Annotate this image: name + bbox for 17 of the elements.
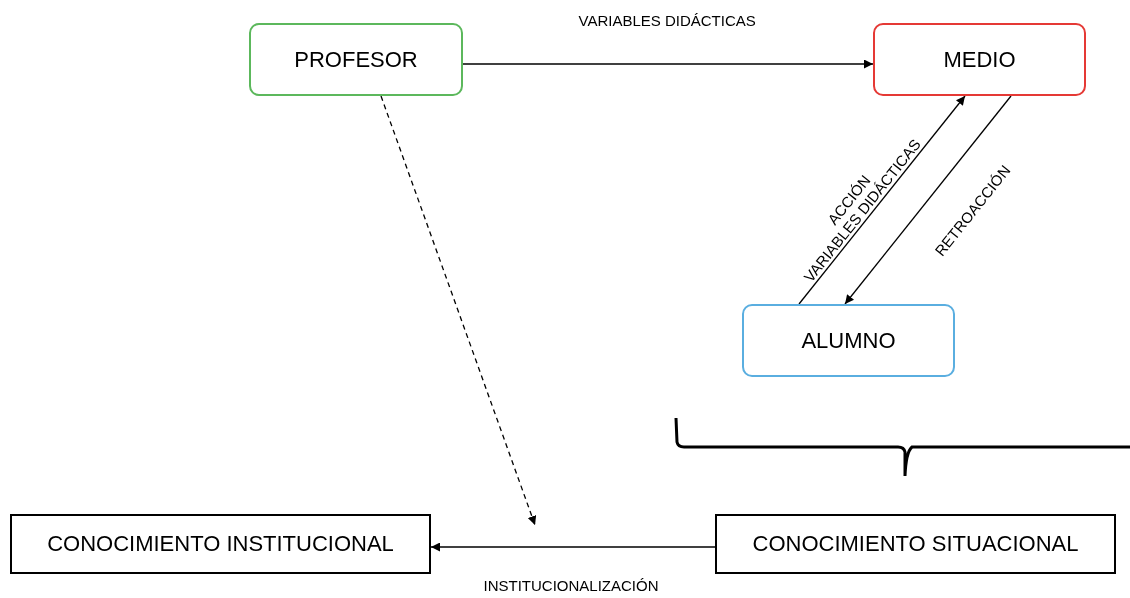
process-box (742, 304, 955, 377)
process-box (10, 514, 431, 574)
process-box (249, 23, 463, 96)
arrow (430, 542, 716, 552)
node-label: ALUMNO (801, 327, 896, 354)
arrow (844, 95, 1012, 305)
edge-label: VARIABLES DIDÁCTICAS (576, 11, 758, 29)
node-label: CONOCIMIENTO SITUACIONAL (752, 531, 1079, 557)
process-box (873, 23, 1086, 96)
node-label: PROFESOR (294, 46, 418, 73)
arrow (798, 95, 966, 305)
node-label: MEDIO (943, 46, 1016, 73)
process-box (715, 514, 1116, 574)
dashed-arrow (380, 95, 537, 526)
node-label: CONOCIMIENTO INSTITUCIONAL (47, 531, 394, 557)
arrow (462, 59, 874, 69)
edge-label: INSTITUCIONALIZACIÓN (481, 576, 661, 594)
